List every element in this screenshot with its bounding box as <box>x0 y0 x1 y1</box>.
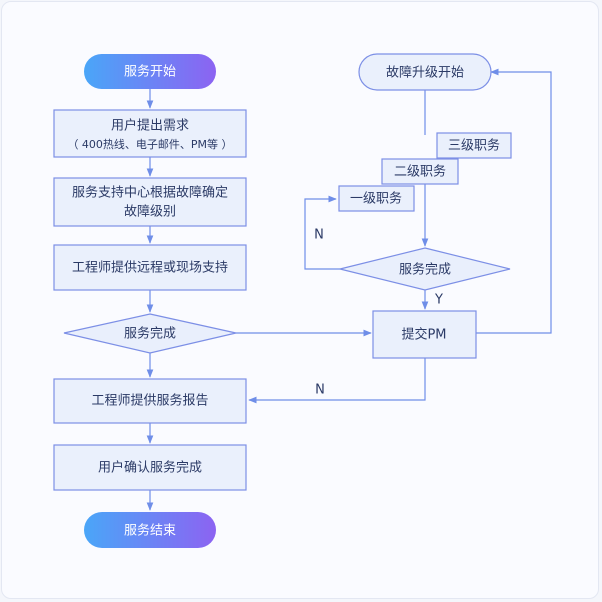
report-label: 工程师提供服务报告 <box>91 393 208 409</box>
node-level2: 二级职务 <box>381 158 459 185</box>
node-start: 服务开始 <box>84 54 216 89</box>
upgrade-pill <box>358 53 492 91</box>
done-left-diamond <box>63 313 237 354</box>
edges <box>146 68 552 511</box>
node-end: 服务结束 <box>84 512 216 548</box>
done-right-diamond <box>339 247 511 291</box>
upgrade-label: 故障升级开始 <box>386 66 464 81</box>
node-level3: 三级职务 <box>436 132 512 159</box>
end-pill <box>84 512 216 548</box>
node-confirm: 用户确认服务完成 <box>53 444 247 491</box>
support-box <box>53 244 247 291</box>
start-pill <box>84 54 216 89</box>
level1-box <box>338 185 415 212</box>
level2-box <box>381 158 459 185</box>
level2-label: 二级职务 <box>394 164 446 180</box>
node-done-left: 服务完成 <box>63 313 237 354</box>
request-sublabel: （ 400热线、电子邮件、PM等 ） <box>67 137 232 151</box>
classify-box <box>53 177 247 227</box>
classify-label-2: 故障级别 <box>124 205 176 220</box>
node-level1: 一级职务 <box>338 185 415 212</box>
done-right-label: 服务完成 <box>399 262 451 278</box>
node-done-right: 服务完成 <box>339 247 511 291</box>
node-report: 工程师提供服务报告 <box>53 378 247 424</box>
level3-label: 三级职务 <box>448 138 500 154</box>
confirm-label: 用户确认服务完成 <box>98 460 202 476</box>
level1-label: 一级职务 <box>350 191 402 207</box>
edge-submit-report <box>248 358 426 404</box>
node-submit-pm: 提交PM <box>372 310 477 359</box>
request-box <box>53 109 247 158</box>
confirm-box <box>53 444 247 491</box>
edge-label-n-bottom: N <box>315 383 325 398</box>
node-request: 用户提出需求 （ 400热线、电子邮件、PM等 ） <box>53 109 247 158</box>
request-label: 用户提出需求 <box>111 118 189 134</box>
submit-pm-box <box>372 310 477 359</box>
node-support: 工程师提供远程或现场支持 <box>53 244 247 291</box>
end-label: 服务结束 <box>124 523 176 539</box>
done-left-label: 服务完成 <box>124 326 176 342</box>
node-upgrade-start: 故障升级开始 <box>358 53 492 91</box>
edge-submit-upgrade <box>476 68 552 334</box>
classify-label-1: 服务支持中心根据故障确定 <box>72 185 228 201</box>
edge-label-y: Y <box>434 293 443 308</box>
level3-box <box>436 132 512 159</box>
edge-done-level1 <box>304 195 340 270</box>
report-box <box>53 378 247 424</box>
submit-pm-label: 提交PM <box>401 327 446 343</box>
start-label: 服务开始 <box>124 64 176 80</box>
edge-label-n-top: N <box>314 228 324 243</box>
node-classify: 服务支持中心根据故障确定 故障级别 <box>53 177 247 227</box>
support-label: 工程师提供远程或现场支持 <box>72 260 228 276</box>
